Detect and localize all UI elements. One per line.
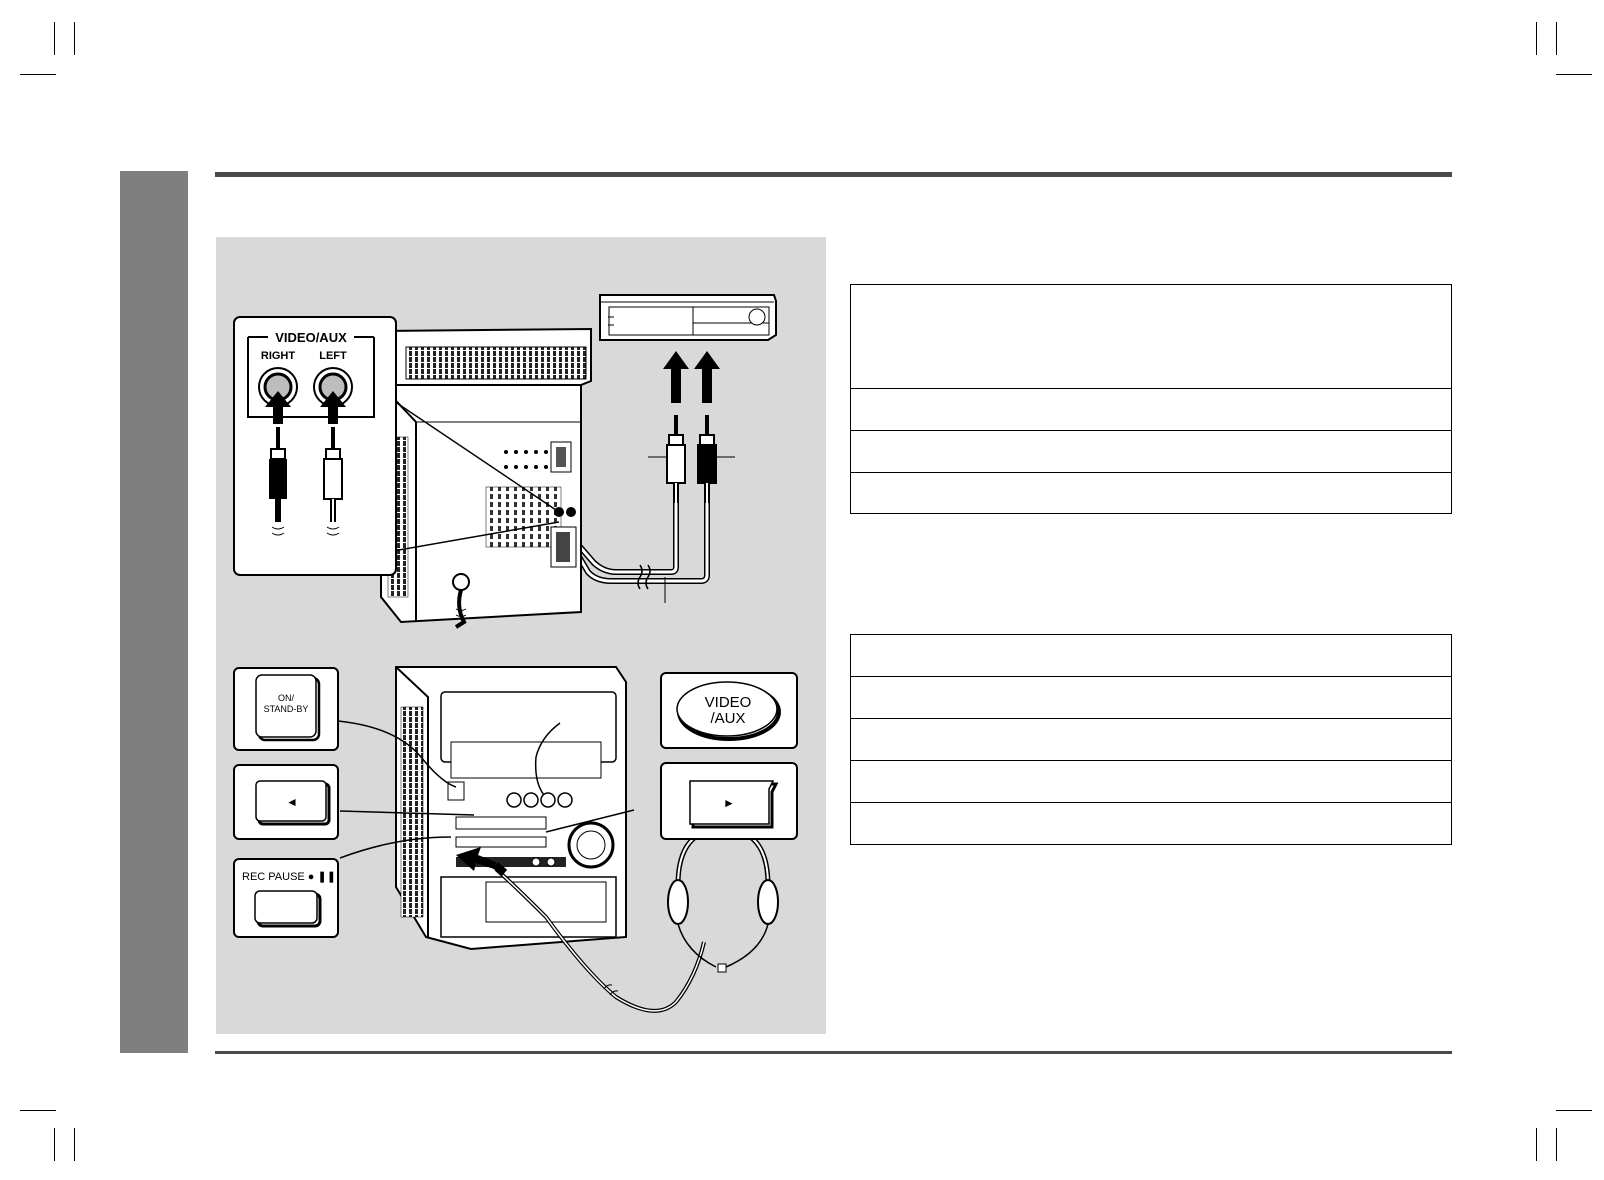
table-row <box>851 635 1451 677</box>
table-row <box>851 803 1451 844</box>
stereo-rear-icon <box>380 327 592 629</box>
side-tab <box>120 171 188 1053</box>
table-row <box>851 719 1451 761</box>
stereo-front-icon <box>395 666 627 951</box>
headphones-icon <box>667 826 779 973</box>
ruled-table-2 <box>850 634 1452 845</box>
reverse-callout: ◄ <box>233 764 339 840</box>
vcr-icon <box>599 294 777 341</box>
rca-plug-icon <box>648 415 735 503</box>
crop-mark <box>1556 22 1557 55</box>
crop-mark <box>54 1128 55 1161</box>
video-aux-line2: /AUX <box>710 710 745 727</box>
table-row <box>851 389 1451 431</box>
reverse-symbol: ◄ <box>286 795 298 809</box>
crop-mark <box>20 1110 56 1111</box>
table-row <box>851 431 1451 473</box>
figure-illustration: VIDEO/AUX RIGHT LEFT <box>233 294 798 1013</box>
table-row <box>851 473 1451 513</box>
jack-panel-inset: VIDEO/AUX RIGHT LEFT <box>233 316 397 576</box>
footer-rule <box>215 1051 1452 1054</box>
jack-right-label: RIGHT <box>261 350 296 362</box>
ruled-table-1 <box>850 284 1452 514</box>
connection-figure: VIDEO/AUX RIGHT LEFT <box>216 237 826 1034</box>
crop-mark <box>74 1128 75 1161</box>
crop-mark <box>1556 1110 1592 1111</box>
table-row <box>851 285 1451 389</box>
on-standby-callout: ON/ STAND-BY <box>233 667 339 751</box>
jack-panel-title: VIDEO/AUX <box>275 330 347 345</box>
video-aux-line1: VIDEO <box>705 694 752 711</box>
on-standby-line1: ON/ <box>278 693 295 703</box>
crop-mark <box>20 74 56 75</box>
crop-mark <box>1556 1128 1557 1161</box>
rec-pause-label: REC PAUSE ● ❚❚ <box>242 871 336 883</box>
table-row <box>851 677 1451 719</box>
on-standby-line2: STAND-BY <box>264 704 309 714</box>
crop-mark <box>74 22 75 55</box>
jack-left-label: LEFT <box>319 350 347 362</box>
crop-mark <box>1536 22 1537 55</box>
forward-callout: ► <box>660 762 798 840</box>
rec-pause-callout: REC PAUSE ● ❚❚ <box>233 858 339 938</box>
forward-symbol: ► <box>723 796 735 810</box>
arrow-up-icon <box>663 351 720 403</box>
header-rule <box>215 172 1452 177</box>
table-row <box>851 761 1451 803</box>
crop-mark <box>1556 74 1592 75</box>
video-aux-callout: VIDEO /AUX <box>660 672 798 749</box>
crop-mark <box>54 22 55 55</box>
crop-mark <box>1536 1128 1537 1161</box>
